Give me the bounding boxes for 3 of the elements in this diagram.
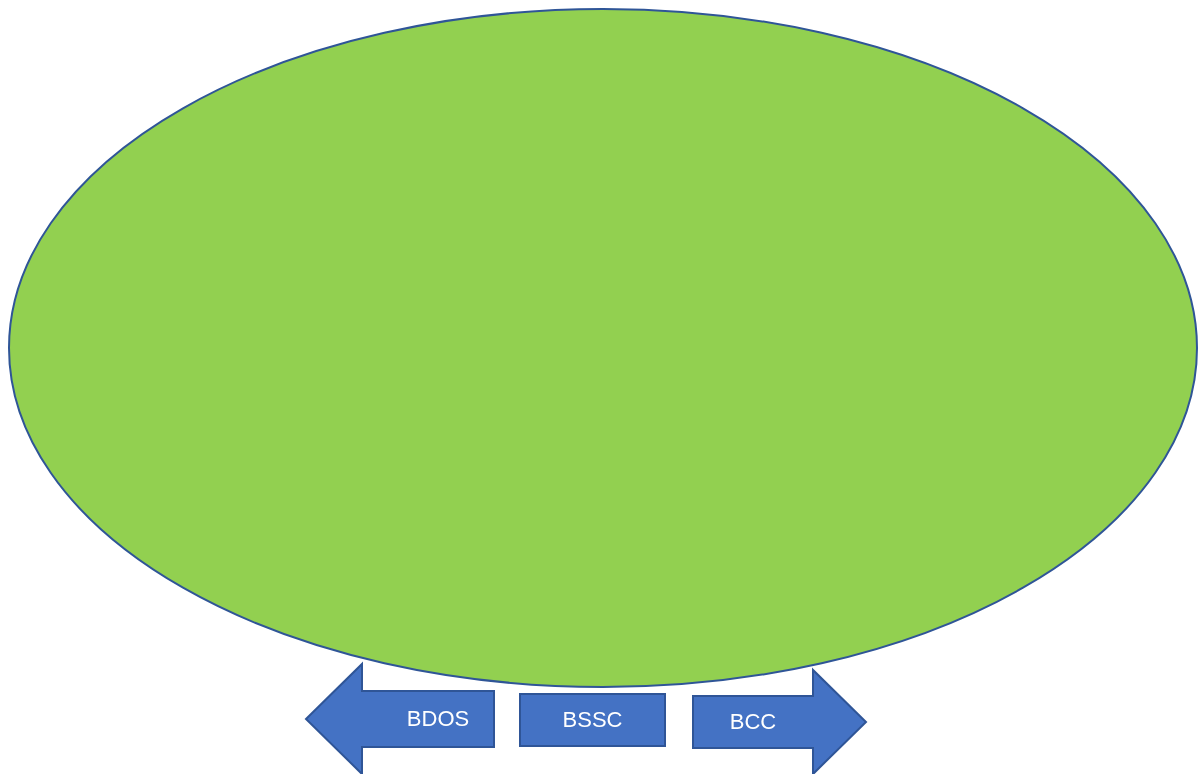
shape-label: BCC (729, 709, 777, 735)
shape-label: BDOS (406, 706, 470, 732)
shape-label: BSSC (562, 707, 623, 733)
